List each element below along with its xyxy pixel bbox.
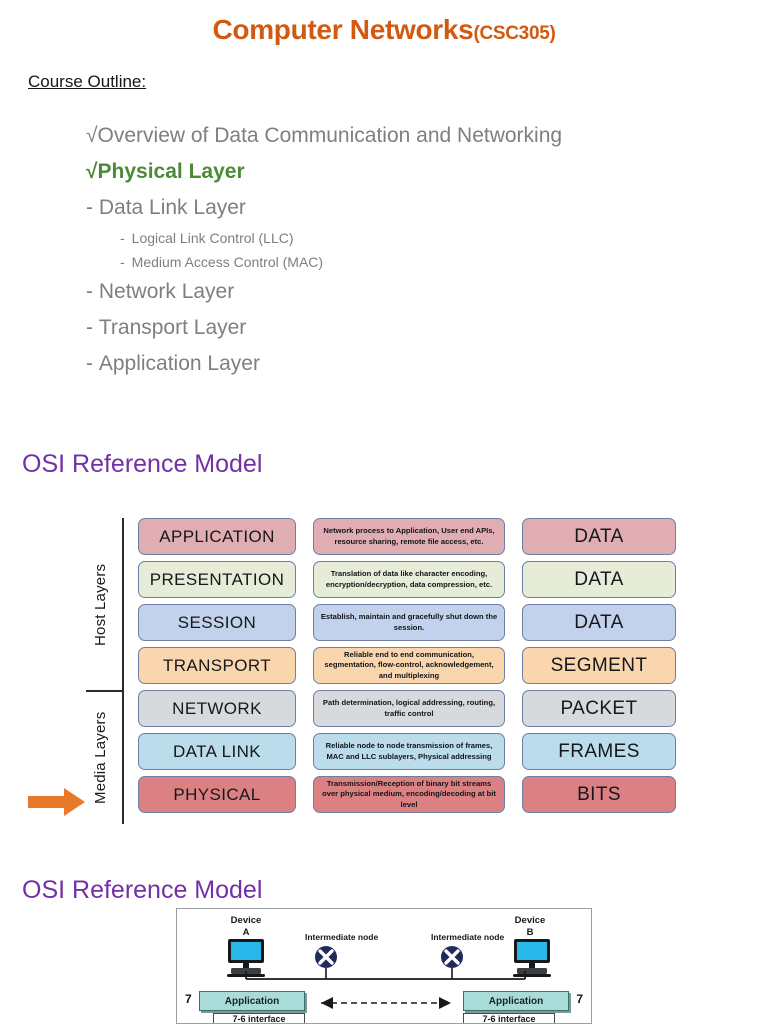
- outline-item-label: Data Link Layer: [98, 196, 246, 219]
- interface-box-right: 7-6 interface: [463, 1013, 555, 1023]
- osi-data-unit: DATA: [522, 561, 676, 598]
- osi-layer-name: NETWORK: [138, 690, 296, 727]
- outline-item-label: Application Layer: [98, 352, 260, 375]
- group-label-host-layers: Host Layers: [92, 563, 109, 647]
- osi-device-communication-diagram: Device A Device B Intermediate node Inte…: [176, 908, 592, 1024]
- osi-layer-description: Reliable node to node transmission of fr…: [313, 733, 505, 770]
- orange-arrow-icon: [28, 788, 86, 816]
- table-row: NETWORK Path determination, logical addr…: [138, 690, 686, 727]
- group-axis-tick: [86, 690, 124, 692]
- outline-item-network-layer: - Network Layer: [86, 274, 726, 310]
- osi-layer-description: Establish, maintain and gracefully shut …: [313, 604, 505, 641]
- osi-data-unit: DATA: [522, 518, 676, 555]
- outline-item-physical-layer: √Physical Layer: [86, 154, 726, 190]
- layer-number-left: 7: [185, 992, 192, 1006]
- device-a-name: A: [242, 927, 250, 938]
- device-b-title: Device: [514, 915, 546, 926]
- layer-number-right: 7: [576, 992, 583, 1006]
- outline-item-label: Overview of Data Communication and Netwo…: [97, 124, 563, 147]
- osi-layer-name: PHYSICAL: [138, 776, 296, 813]
- physical-medium-line: [245, 971, 526, 980]
- outline-item-mac: -Medium Access Control (MAC): [86, 250, 726, 274]
- computer-monitor-icon: [513, 939, 551, 977]
- group-axis-line: [122, 518, 124, 824]
- osi-data-unit: BITS: [522, 776, 676, 813]
- outline-item-label: Medium Access Control (MAC): [131, 254, 324, 270]
- osi-data-unit: PACKET: [522, 690, 676, 727]
- outline-bullet-dash: -: [86, 196, 93, 219]
- osi-layer-name: DATA LINK: [138, 733, 296, 770]
- osi-reference-model-diagram: Host Layers Media Layers APPLICATION Net…: [86, 518, 686, 824]
- osi-layer-name: TRANSPORT: [138, 647, 296, 684]
- page-title-main: Computer Networks: [212, 14, 474, 45]
- table-row: APPLICATION Network process to Applicati…: [138, 518, 686, 555]
- application-layer-box-right: Application: [463, 991, 569, 1011]
- outline-item-transport-layer: - Transport Layer: [86, 310, 726, 346]
- interface-box-left: 7-6 interface: [213, 1013, 305, 1023]
- table-row: PHYSICAL Transmission/Reception of binar…: [138, 776, 686, 813]
- intermediate-node-right-label: Intermediate node: [431, 932, 505, 942]
- course-code: (CSC305): [473, 23, 556, 44]
- outline-item-llc: -Logical Link Control (LLC): [86, 226, 726, 250]
- peer-protocol-arrow: [321, 997, 451, 1009]
- osi-layer-name: PRESENTATION: [138, 561, 296, 598]
- table-row: DATA LINK Reliable node to node transmis…: [138, 733, 686, 770]
- osi-layer-description: Transmission/Reception of binary bit str…: [313, 776, 505, 813]
- device-b-name: B: [526, 927, 534, 938]
- osi-data-unit: DATA: [522, 604, 676, 641]
- osi-rows-container: APPLICATION Network process to Applicati…: [138, 518, 686, 824]
- group-label-media-layers: Media Layers: [92, 711, 109, 805]
- osi-layer-description: Network process to Application, User end…: [313, 518, 505, 555]
- outline-bullet-dash: -: [86, 280, 93, 303]
- outline-item-label: Logical Link Control (LLC): [131, 230, 294, 246]
- intermediate-node-left-label: Intermediate node: [305, 932, 379, 942]
- osi-layer-description: Path determination, logical addressing, …: [313, 690, 505, 727]
- osi-layer-name: SESSION: [138, 604, 296, 641]
- intermediate-node-icon: [441, 946, 463, 979]
- outline-bullet-dash: -: [86, 352, 93, 375]
- application-layer-box-left: Application: [199, 991, 305, 1011]
- outline-bullet-check: √: [86, 160, 98, 183]
- outline-item-data-link-layer: - Data Link Layer: [86, 190, 726, 226]
- outline-item-application-layer: - Application Layer: [86, 346, 726, 382]
- osi-data-unit: SEGMENT: [522, 647, 676, 684]
- outline-bullet-dash: -: [120, 254, 125, 270]
- outline-bullet-dash: -: [120, 230, 125, 246]
- outline-bullet-check: √: [86, 124, 98, 147]
- outline-item-overview: √Overview of Data Communication and Netw…: [86, 118, 726, 154]
- osi-group-sidebar: Host Layers Media Layers: [86, 518, 132, 824]
- outline-item-label: Physical Layer: [97, 160, 245, 183]
- table-row: PRESENTATION Translation of data like ch…: [138, 561, 686, 598]
- osi-layer-name: APPLICATION: [138, 518, 296, 555]
- section-heading-osi-2: OSI Reference Model: [22, 876, 263, 904]
- osi-layer-description: Translation of data like character encod…: [313, 561, 505, 598]
- outline-item-label: Transport Layer: [98, 316, 247, 339]
- osi-layer-description: Reliable end to end communication, segme…: [313, 647, 505, 684]
- outline-bullet-dash: -: [86, 316, 93, 339]
- course-outline-list: √Overview of Data Communication and Netw…: [86, 118, 726, 382]
- intermediate-node-icon: [315, 946, 337, 979]
- course-outline-label: Course Outline:: [28, 72, 147, 91]
- table-row: SESSION Establish, maintain and graceful…: [138, 604, 686, 641]
- table-row: TRANSPORT Reliable end to end communicat…: [138, 647, 686, 684]
- outline-item-label: Network Layer: [98, 280, 235, 303]
- osi-data-unit: FRAMES: [522, 733, 676, 770]
- section-heading-osi-1: OSI Reference Model: [22, 450, 263, 478]
- page-title: Computer Networks(CSC305): [0, 0, 768, 46]
- device-a-title: Device: [230, 915, 262, 926]
